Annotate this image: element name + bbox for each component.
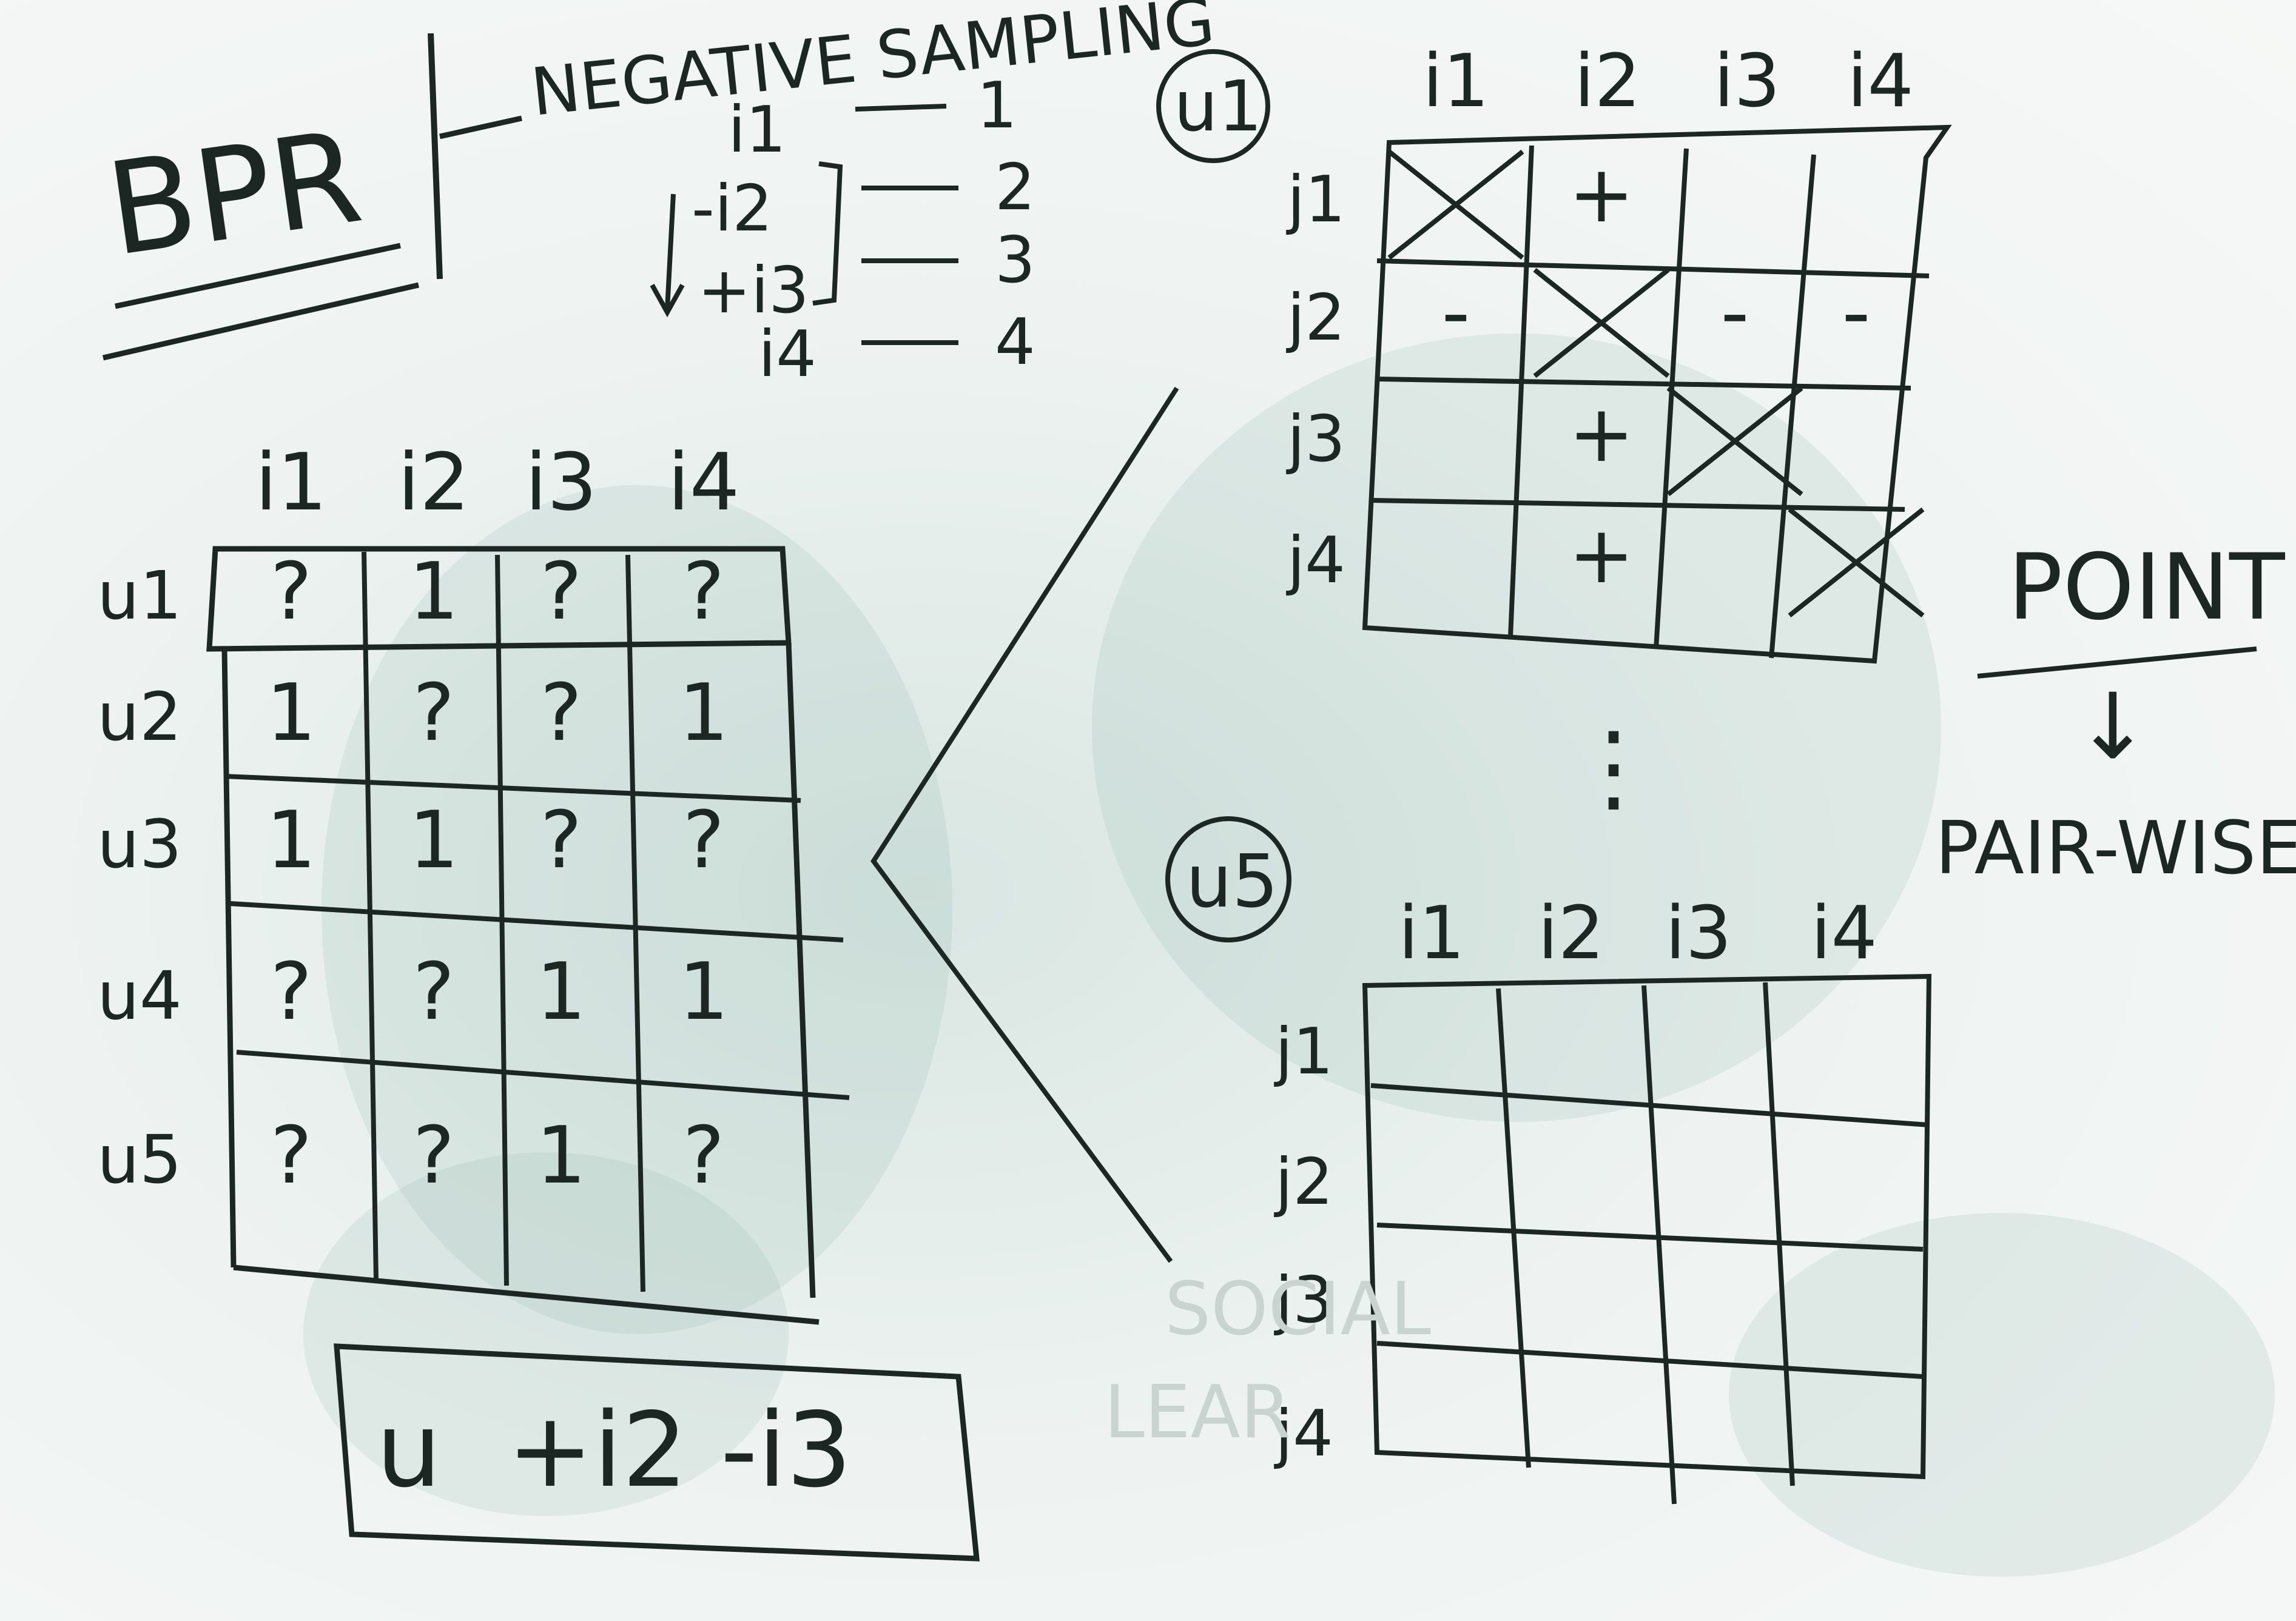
matrix-cell: 1 <box>679 666 729 759</box>
ellipsis-mark: ⋮ <box>1565 710 1662 824</box>
matrix-row-label: u5 <box>97 1121 182 1198</box>
erased-word-2: LEAR <box>1104 1371 1291 1455</box>
pairwise-label: PAIR-WISE <box>1935 807 2296 891</box>
sampling-rank-1: 1 <box>977 69 1017 143</box>
pairwise-u1-row-label: j2 <box>1286 281 1345 355</box>
eraser-smudges <box>303 334 2275 1577</box>
matrix-row-label: u3 <box>97 805 182 883</box>
pairwise-u5-row-label: j3 <box>1274 1263 1333 1337</box>
sampling-heading: NEGATIVE SAMPLING <box>528 0 1219 131</box>
matrix-cell: 1 <box>536 945 587 1038</box>
point-label: POINT <box>2008 535 2286 640</box>
pairwise-u1-user: u1 <box>1174 66 1262 147</box>
sampling-rank-2: 2 <box>995 150 1035 224</box>
matrix-col-header: i1 <box>255 436 328 528</box>
matrix-col-header: i3 <box>525 436 598 528</box>
sampling-rank-3: 3 <box>995 223 1035 297</box>
sampling-item-1: i1 <box>728 93 786 167</box>
bpr-title-block: BPR <box>99 33 522 361</box>
sampling-item-4: i4 <box>758 317 816 391</box>
matrix-cell: ? <box>683 794 725 886</box>
matrix-cell: ? <box>413 945 455 1038</box>
pairwise-u1-cell: + <box>1569 388 1635 480</box>
matrix-cell: 1 <box>679 945 729 1038</box>
erased-word-1: SOCIAL <box>1165 1267 1431 1352</box>
sampling-list: i1 1 -i2 2 +i3 3 i4 4 <box>650 69 1035 391</box>
matrix-row-labels: u1 u2 u3 u4 u5 <box>97 557 182 1198</box>
matrix-cell: ? <box>540 666 582 759</box>
bracket-lines <box>870 386 1179 1263</box>
pairwise-u1-col-header: i4 <box>1847 39 1914 124</box>
matrix-row-label: u2 <box>97 678 182 756</box>
triple-box: u +i2 -i3 <box>334 1343 980 1562</box>
sampling-item-3: +i3 <box>698 253 809 327</box>
matrix-cell: ? <box>413 666 455 759</box>
bpr-title: BPR <box>99 102 370 285</box>
pairwise-u1-cell: + <box>1569 148 1635 240</box>
pairwise-u5-col-header: i3 <box>1665 891 1732 976</box>
pairwise-u1-diagonal-cross <box>1788 507 1925 618</box>
sampling-item-2: -i2 <box>692 172 773 246</box>
pairwise-u5-rows: j1 j2 j3 j4 <box>1274 1015 1333 1471</box>
pairwise-u5-user: u5 <box>1186 840 1278 924</box>
pairwise-u1-col-header: i3 <box>1714 39 1780 124</box>
pairwise-u5-col-header: i2 <box>1538 891 1604 976</box>
pairwise-u1-row-label: j4 <box>1286 523 1345 597</box>
pairwise-u1-col-header: i2 <box>1574 39 1641 124</box>
pairwise-u1-cell: - <box>1842 266 1871 358</box>
pairwise-u1-cell: - <box>1721 266 1749 358</box>
pairwise-u1-row-label: j1 <box>1286 163 1345 237</box>
pairwise-u1-row-label: j3 <box>1286 402 1345 476</box>
negative-sampling: NEGATIVE SAMPLING i1 1 -i2 2 +i3 3 i4 4 <box>528 0 1219 391</box>
transition-arrow: ↓ <box>2075 674 2151 780</box>
pairwise-u1-cols: i1 i2 i3 i4 <box>1422 39 1914 124</box>
matrix-cell: ? <box>271 1109 312 1201</box>
matrix-grid <box>206 546 850 1325</box>
matrix-cell: ? <box>540 545 582 637</box>
pairwise-u1-cell: - <box>1442 266 1470 358</box>
triple-label: u +i2 -i3 <box>376 1391 852 1511</box>
pairwise-u1-col-header: i1 <box>1422 39 1489 124</box>
matrix-cell: 1 <box>266 794 317 886</box>
point-to-pairwise: POINT ↓ PAIR-WISE <box>1935 535 2296 891</box>
matrix-row-label: u1 <box>97 557 182 634</box>
pairwise-u1-diagonal-cross <box>1666 386 1803 497</box>
matrix-cell: ? <box>683 545 725 637</box>
matrix-col-header: i2 <box>398 436 470 528</box>
matrix-column-headers: i1 i2 i3 i4 <box>255 436 740 528</box>
matrix-row-label: u4 <box>97 957 182 1035</box>
matrix-cell: ? <box>271 545 312 637</box>
matrix-cell: 1 <box>409 545 459 637</box>
matrix-cell: ? <box>683 1109 725 1201</box>
pairwise-u1-rows: j1 j2 j3 j4 <box>1286 163 1345 597</box>
pairwise-u1-cells: +---++ <box>1387 148 1925 618</box>
pairwise-u5-col-header: i1 <box>1398 891 1465 976</box>
pairwise-u1-diagonal-cross <box>1387 149 1524 260</box>
pairwise-u5-row-label: j1 <box>1274 1015 1333 1089</box>
matrix-cell: ? <box>413 1109 455 1201</box>
matrix-cell: 1 <box>536 1109 587 1201</box>
matrix-cell: ? <box>540 794 582 886</box>
erased-text: SOCIAL LEAR <box>1104 1267 1431 1455</box>
pairwise-u5-row-label: j2 <box>1274 1145 1333 1219</box>
pairwise-u5-row-label: j4 <box>1274 1397 1333 1471</box>
matrix-col-header: i4 <box>668 436 740 528</box>
matrix-cell: ? <box>271 945 312 1038</box>
pairwise-u1-grid <box>1362 124 1952 664</box>
matrix-cell: 1 <box>266 666 317 759</box>
pairwise-u1-diagonal-cross <box>1533 267 1670 378</box>
sampling-rank-4: 4 <box>995 305 1035 379</box>
pairwise-u5-grid <box>1362 973 1932 1505</box>
pairwise-matrix-u5: u5 i1 i2 i3 i4 j1 j2 j3 j4 <box>1165 816 1932 1505</box>
matrix-cell: 1 <box>409 794 459 886</box>
pairwise-u5-col-header: i4 <box>1811 891 1877 976</box>
pairwise-u5-cols: i1 i2 i3 i4 <box>1398 891 1877 976</box>
pairwise-u1-cell: + <box>1569 509 1635 601</box>
